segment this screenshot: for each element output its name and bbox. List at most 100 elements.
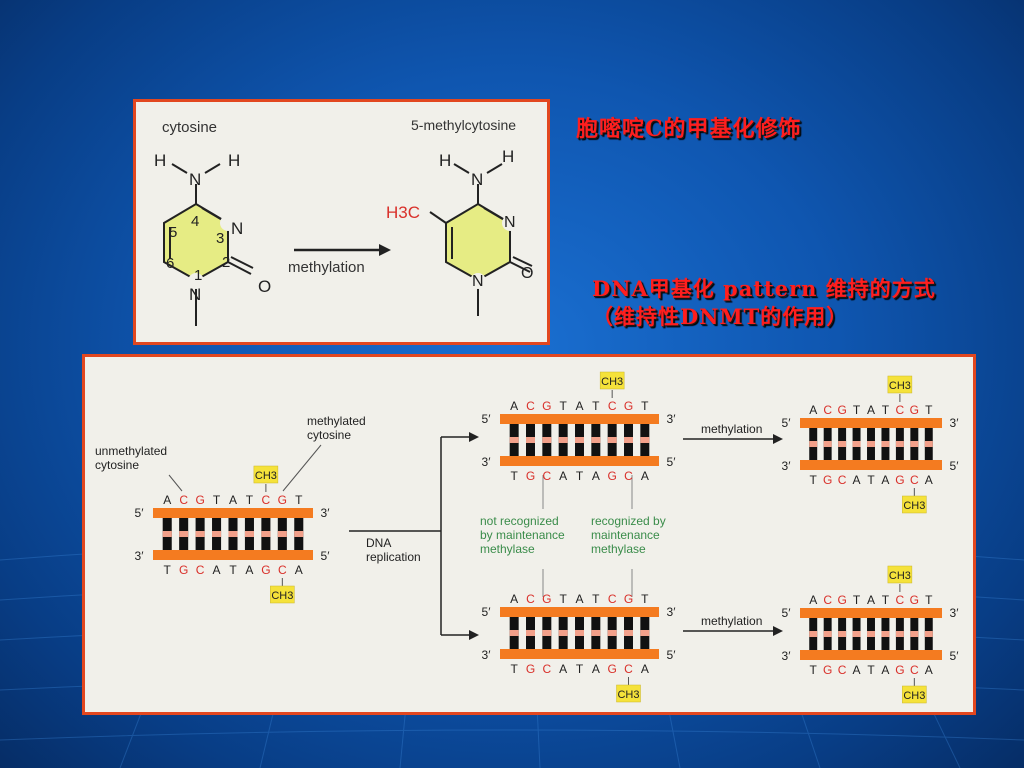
top-base-letter: G	[624, 592, 633, 606]
three-prime-end: 3′	[482, 648, 492, 662]
bottom-base-letter: T	[810, 473, 818, 487]
base-pair-center	[624, 437, 633, 443]
methylcytosine-structure: N H H N N O H3C	[386, 147, 533, 316]
ch3-box	[616, 684, 641, 703]
base-pair-center	[294, 531, 304, 537]
base-pair-center	[575, 437, 584, 443]
top-base-letter: T	[295, 493, 303, 507]
bottom-base-letter: A	[592, 469, 600, 483]
methylation-label-top: methylation	[701, 422, 762, 436]
base-pair-center	[809, 631, 818, 637]
five-prime-end: 5′	[667, 648, 677, 662]
not-recognized-line2: by maintenance	[480, 528, 565, 542]
arrow-head	[773, 434, 783, 444]
base-pair-center	[809, 441, 818, 447]
base-pair-center	[591, 437, 601, 443]
top-base-letter: G	[837, 593, 846, 607]
base-pair-center	[910, 631, 919, 637]
ring-number: 5	[169, 224, 177, 241]
top-base-letter: C	[179, 493, 188, 507]
top-base-letter: C	[608, 399, 617, 413]
ch3-box	[599, 371, 625, 390]
five-prime-end: 5′	[782, 416, 792, 430]
bottom-base-letter: C	[542, 469, 551, 483]
bottom-base-letter: G	[261, 563, 270, 577]
top-base-letter: A	[867, 593, 875, 607]
ring-n-atom: N	[472, 273, 484, 290]
bottom-base-letter: A	[295, 563, 303, 577]
ch3-label: CH3	[617, 689, 639, 701]
bottom-base-letter: A	[925, 663, 933, 677]
bottom-base-letter: T	[576, 662, 584, 676]
base-pair-center	[640, 630, 650, 636]
base-pair-center	[261, 531, 271, 537]
base-pair-center	[838, 631, 847, 637]
top-base-letter: T	[213, 493, 221, 507]
bottom-strand	[500, 649, 659, 659]
base-pair-center	[558, 437, 568, 443]
cytosine-structure: N H H N N O 1 2 3 4 5 6	[154, 151, 271, 326]
bottom-strand	[500, 456, 659, 466]
methylation-arrow	[294, 244, 391, 256]
ring-number: 6	[166, 255, 174, 272]
bottom-base-letter: T	[810, 663, 818, 677]
top-base-letter: T	[853, 403, 861, 417]
base-pair-center	[542, 630, 552, 636]
bottom-base-letter: T	[510, 469, 518, 483]
ch3-box	[270, 585, 295, 604]
ch3-label: CH3	[255, 470, 277, 482]
arrow-head	[773, 626, 783, 636]
bottom-base-letter: G	[526, 662, 535, 676]
o-atom: O	[521, 265, 533, 282]
three-prime-end: 3′	[321, 506, 331, 520]
replication-label-line2: replication	[366, 550, 421, 564]
five-prime-end: 5′	[950, 649, 960, 663]
base-pair-center	[895, 441, 904, 447]
bottom-base-letter: G	[607, 662, 616, 676]
five-prime-end: 5′	[482, 412, 492, 426]
bottom-base-letter: A	[245, 563, 253, 577]
bottom-base-letter: C	[196, 563, 205, 577]
five-prime-end: 5′	[667, 455, 677, 469]
cytosine-label: cytosine	[162, 119, 217, 136]
top-base-letter: A	[510, 399, 518, 413]
base-pair-center	[179, 531, 189, 537]
h-atom: H	[154, 151, 166, 170]
five-prime-end: 5′	[482, 605, 492, 619]
bottom-base-letter: C	[838, 473, 847, 487]
top-strand	[153, 508, 313, 518]
base-pair-center	[607, 630, 617, 636]
ch3-label: CH3	[903, 500, 925, 512]
base-pair-center	[558, 630, 568, 636]
base-pair-center	[509, 437, 519, 443]
top-base-letter: G	[910, 593, 919, 607]
ch3-box	[887, 565, 913, 584]
bottom-base-letter: G	[895, 473, 904, 487]
top-base-letter: T	[246, 493, 254, 507]
base-pair-center	[881, 441, 890, 447]
three-prime-end: 3′	[667, 605, 677, 619]
top-base-letter: C	[526, 592, 535, 606]
bottom-base-letter: T	[867, 663, 875, 677]
pattern-title-line1: DNA甲基化 pattern 维持的方式	[592, 276, 936, 301]
ch3-label: CH3	[903, 690, 925, 702]
bottom-strand	[800, 460, 942, 470]
five-prime-end: 5′	[950, 459, 960, 473]
methylcytosine-label: 5-methylcytosine	[411, 117, 516, 133]
bottom-base-letter: C	[542, 662, 551, 676]
base-pair-center	[823, 631, 832, 637]
bottom-base-letter: A	[853, 663, 861, 677]
base-pair-center	[924, 631, 933, 637]
bottom-base-letter: A	[853, 473, 861, 487]
unmethylated-label-line2: cytosine	[95, 458, 139, 472]
maintenance-methylation-figure: unmethylated cytosine methylated cytosin…	[82, 354, 976, 715]
three-prime-end: 3′	[782, 649, 792, 663]
top-base-letter: C	[823, 403, 832, 417]
top-base-letter: C	[262, 493, 271, 507]
base-pair-center	[881, 631, 890, 637]
bottom-base-letter: A	[213, 563, 221, 577]
base-pair-center	[526, 630, 535, 636]
base-pair-center	[162, 531, 172, 537]
